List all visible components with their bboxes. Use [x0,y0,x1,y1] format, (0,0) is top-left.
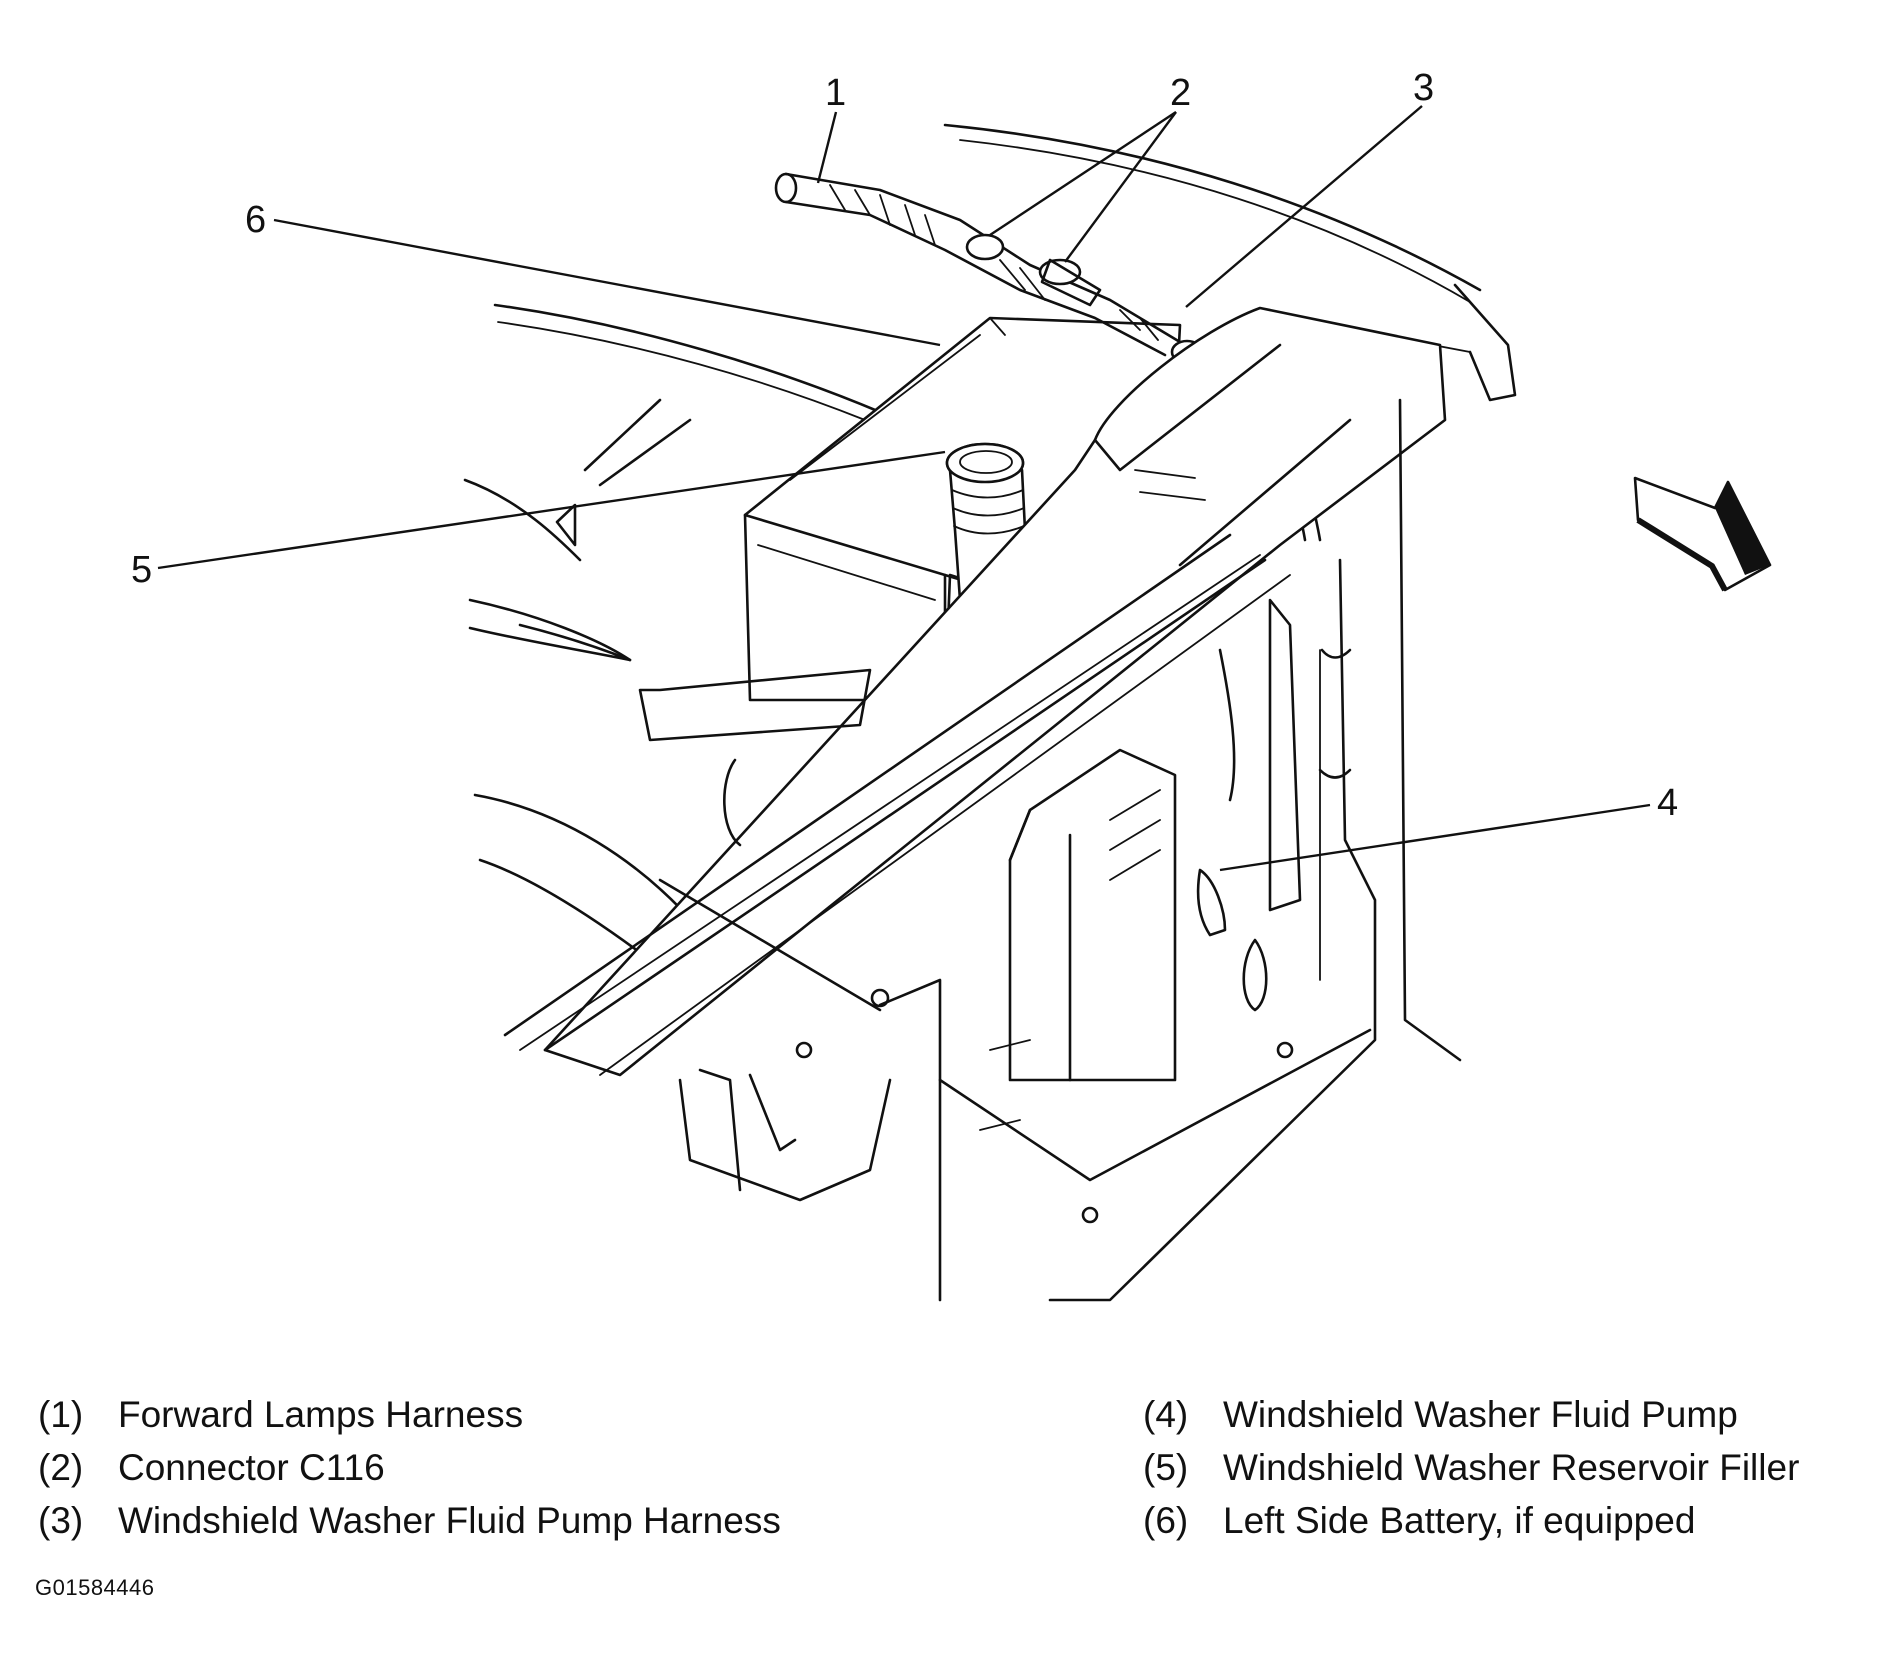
legend-item-3: (3) Windshield Washer Fluid Pump Harness [38,1494,781,1547]
legend-label: Windshield Washer Reservoir Filler [1223,1447,1800,1488]
lower-structure [638,668,1372,1302]
leader-3 [1185,105,1423,308]
legend-label: Windshield Washer Fluid Pump [1223,1394,1738,1435]
callout-1: 1 [825,72,846,114]
figure-code: G01584446 [35,1575,155,1600]
leader-5 [157,450,946,570]
callout-5: 5 [131,549,152,591]
callout-numbers: 1 2 3 4 5 6 [131,67,1678,824]
forward-arrow-icon [1633,476,1772,592]
leader-6 [273,218,941,347]
washer-pump-assembly [1008,398,1462,1302]
legend-label: Left Side Battery, if equipped [1223,1500,1696,1541]
legend-number: (5) [1143,1447,1189,1488]
leader-2b [1064,111,1177,263]
legend-item-1: (1) Forward Lamps Harness [38,1388,781,1441]
legend-label: Windshield Washer Fluid Pump Harness [118,1500,781,1541]
legend-number: (4) [1143,1394,1189,1435]
leader-2a [989,110,1177,237]
legend-label: Connector C116 [118,1447,385,1488]
line-drawing: 1 2 3 4 5 6 [131,67,1772,1302]
callout-2: 2 [1170,72,1191,114]
legend-number: (6) [1143,1500,1189,1541]
leader-1 [816,111,838,184]
legend-number: (2) [38,1447,84,1488]
legend-item-4: (4) Windshield Washer Fluid Pump [1143,1388,1799,1441]
callout-4: 4 [1657,782,1678,824]
leader-4 [1219,803,1651,872]
legend-left-column: (1) Forward Lamps Harness (2) Connector … [38,1388,781,1547]
legend-right-column: (4) Windshield Washer Fluid Pump (5) Win… [1143,1388,1799,1547]
leader-lines [157,105,1651,872]
legend-number: (3) [38,1500,84,1541]
legend-item-5: (5) Windshield Washer Reservoir Filler [1143,1441,1799,1494]
legend-item-2: (2) Connector C116 [38,1441,781,1494]
legend-item-6: (6) Left Side Battery, if equipped [1143,1494,1799,1547]
radiator-support-rail [503,306,1447,1077]
callout-6: 6 [245,199,266,241]
legend-label: Forward Lamps Harness [118,1394,524,1435]
callout-3: 3 [1413,67,1434,109]
legend-number: (1) [38,1394,84,1435]
